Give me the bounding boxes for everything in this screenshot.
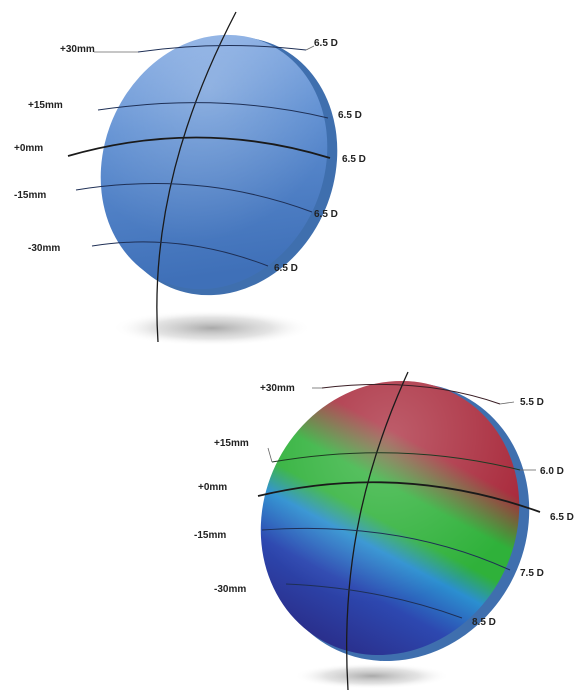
lens-sheen bbox=[100, 34, 328, 290]
lens-progressive: +30mm +15mm +0mm -15mm -30mm 5.5 D 6.0 D… bbox=[194, 371, 574, 691]
power-label: 8.5 D bbox=[472, 617, 496, 628]
power-label: 7.5 D bbox=[520, 568, 544, 579]
power-label: 6.5 D bbox=[338, 110, 362, 121]
distance-label: +15mm bbox=[28, 100, 63, 111]
distance-label: -15mm bbox=[194, 530, 226, 541]
distance-label: -15mm bbox=[14, 190, 46, 201]
power-label: 6.5 D bbox=[314, 38, 338, 49]
power-label: 5.5 D bbox=[520, 397, 544, 408]
distance-label: +0mm bbox=[14, 143, 43, 154]
contour-plus15 bbox=[271, 452, 521, 471]
leader-right bbox=[499, 401, 515, 405]
power-label: 6.5 D bbox=[550, 512, 574, 523]
power-label: 6.0 D bbox=[540, 466, 564, 477]
lens-uniform: +30mm +15mm +0mm -15mm -30mm 6.5 D 6.5 D… bbox=[14, 11, 366, 346]
power-label: 6.5 D bbox=[342, 154, 366, 165]
contour-minus30 bbox=[285, 583, 463, 619]
lens-shadow bbox=[294, 663, 450, 689]
meridian-line bbox=[345, 371, 409, 691]
distance-label: -30mm bbox=[28, 243, 60, 254]
contour-plus15 bbox=[97, 102, 329, 119]
distance-label: -30mm bbox=[214, 584, 246, 595]
contour-minus30 bbox=[91, 241, 269, 267]
leader-right bbox=[305, 45, 315, 51]
lens-shadow bbox=[112, 310, 312, 346]
power-label: 6.5 D bbox=[314, 209, 338, 220]
meridian-line bbox=[156, 11, 237, 343]
leader-left bbox=[267, 447, 273, 463]
contour-minus15 bbox=[75, 183, 313, 213]
contour-plus30 bbox=[137, 44, 307, 53]
contour-plus30 bbox=[321, 383, 501, 405]
distance-label: +15mm bbox=[214, 438, 249, 449]
contour-zero bbox=[257, 481, 541, 513]
distance-label: +0mm bbox=[198, 482, 227, 493]
contour-zero bbox=[67, 136, 331, 159]
distance-label: +30mm bbox=[260, 383, 295, 394]
contour-minus15 bbox=[261, 527, 511, 571]
distance-label: +30mm bbox=[60, 44, 95, 55]
power-label: 6.5 D bbox=[274, 263, 298, 274]
